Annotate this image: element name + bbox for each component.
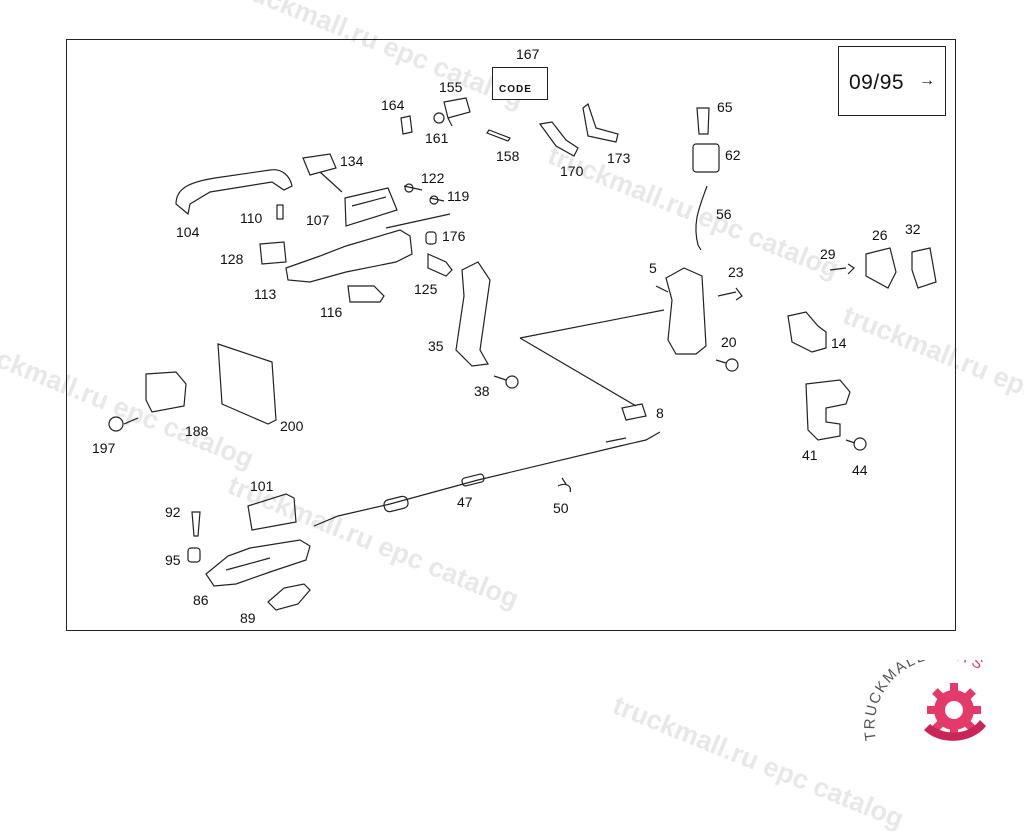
part-label[interactable]: 164 (381, 97, 405, 113)
part-label[interactable]: 50 (553, 500, 569, 516)
part-label[interactable]: 95 (165, 552, 181, 568)
part-label[interactable]: 5 (649, 260, 657, 276)
part-label[interactable]: 47 (457, 494, 473, 510)
part-label[interactable]: 32 (905, 221, 921, 237)
part-label[interactable]: 122 (421, 170, 445, 186)
code-key-box: CODE (492, 67, 548, 100)
part-label[interactable]: 161 (425, 130, 449, 146)
parts-drawing (108, 73, 937, 611)
diagram-frame (66, 39, 956, 631)
part-label[interactable]: 104 (176, 224, 200, 240)
arrow-right-icon: → (919, 72, 935, 89)
part-label[interactable]: 89 (240, 610, 256, 626)
part-label[interactable]: 167 (516, 46, 540, 62)
date-code: 09/95 (849, 71, 905, 94)
part-label[interactable]: 8 (656, 405, 664, 421)
brand-logo: TRUCKMALLPARTS (858, 646, 1018, 748)
part-label[interactable]: 113 (254, 286, 277, 302)
part-label[interactable]: 14 (831, 335, 847, 351)
part-label[interactable]: 44 (852, 462, 868, 478)
part-label[interactable]: 62 (725, 147, 741, 163)
part-label[interactable]: 20 (721, 334, 737, 350)
gear-icon: TRUCKMALLPARTS (861, 646, 987, 742)
part-label[interactable]: 101 (250, 478, 274, 494)
part-label[interactable]: 41 (802, 447, 818, 463)
part-label[interactable]: 158 (496, 148, 520, 164)
part-label[interactable]: 38 (474, 383, 490, 399)
part-label[interactable]: 107 (306, 212, 330, 228)
part-label[interactable]: 56 (716, 206, 732, 222)
part-label[interactable]: 200 (280, 418, 304, 434)
part-label[interactable]: 197 (92, 440, 116, 456)
date-code-box: 09/95 → (838, 46, 946, 116)
code-label: CODE (499, 84, 532, 95)
logo-text-left: TRUCKMALL (861, 660, 928, 742)
part-label[interactable]: 86 (193, 592, 209, 608)
logo-text-right: PARTS (925, 660, 987, 674)
part-label[interactable]: 125 (414, 281, 438, 297)
part-label[interactable]: 155 (439, 79, 463, 95)
part-label[interactable]: 29 (820, 246, 836, 262)
part-label[interactable]: 35 (428, 338, 444, 354)
part-label[interactable]: 65 (717, 99, 733, 115)
part-label[interactable]: 119 (447, 188, 470, 204)
part-label[interactable]: 92 (165, 504, 181, 520)
part-label[interactable]: 173 (607, 150, 631, 166)
part-label[interactable]: 176 (442, 228, 466, 244)
part-label[interactable]: 23 (728, 264, 744, 280)
part-label[interactable]: 188 (185, 423, 209, 439)
part-label[interactable]: 110 (240, 210, 263, 226)
part-label[interactable]: 134 (340, 153, 364, 169)
part-label[interactable]: 170 (560, 163, 584, 179)
part-label[interactable]: 26 (872, 227, 888, 243)
part-label[interactable]: 116 (320, 304, 343, 320)
part-label[interactable]: 128 (220, 251, 244, 267)
